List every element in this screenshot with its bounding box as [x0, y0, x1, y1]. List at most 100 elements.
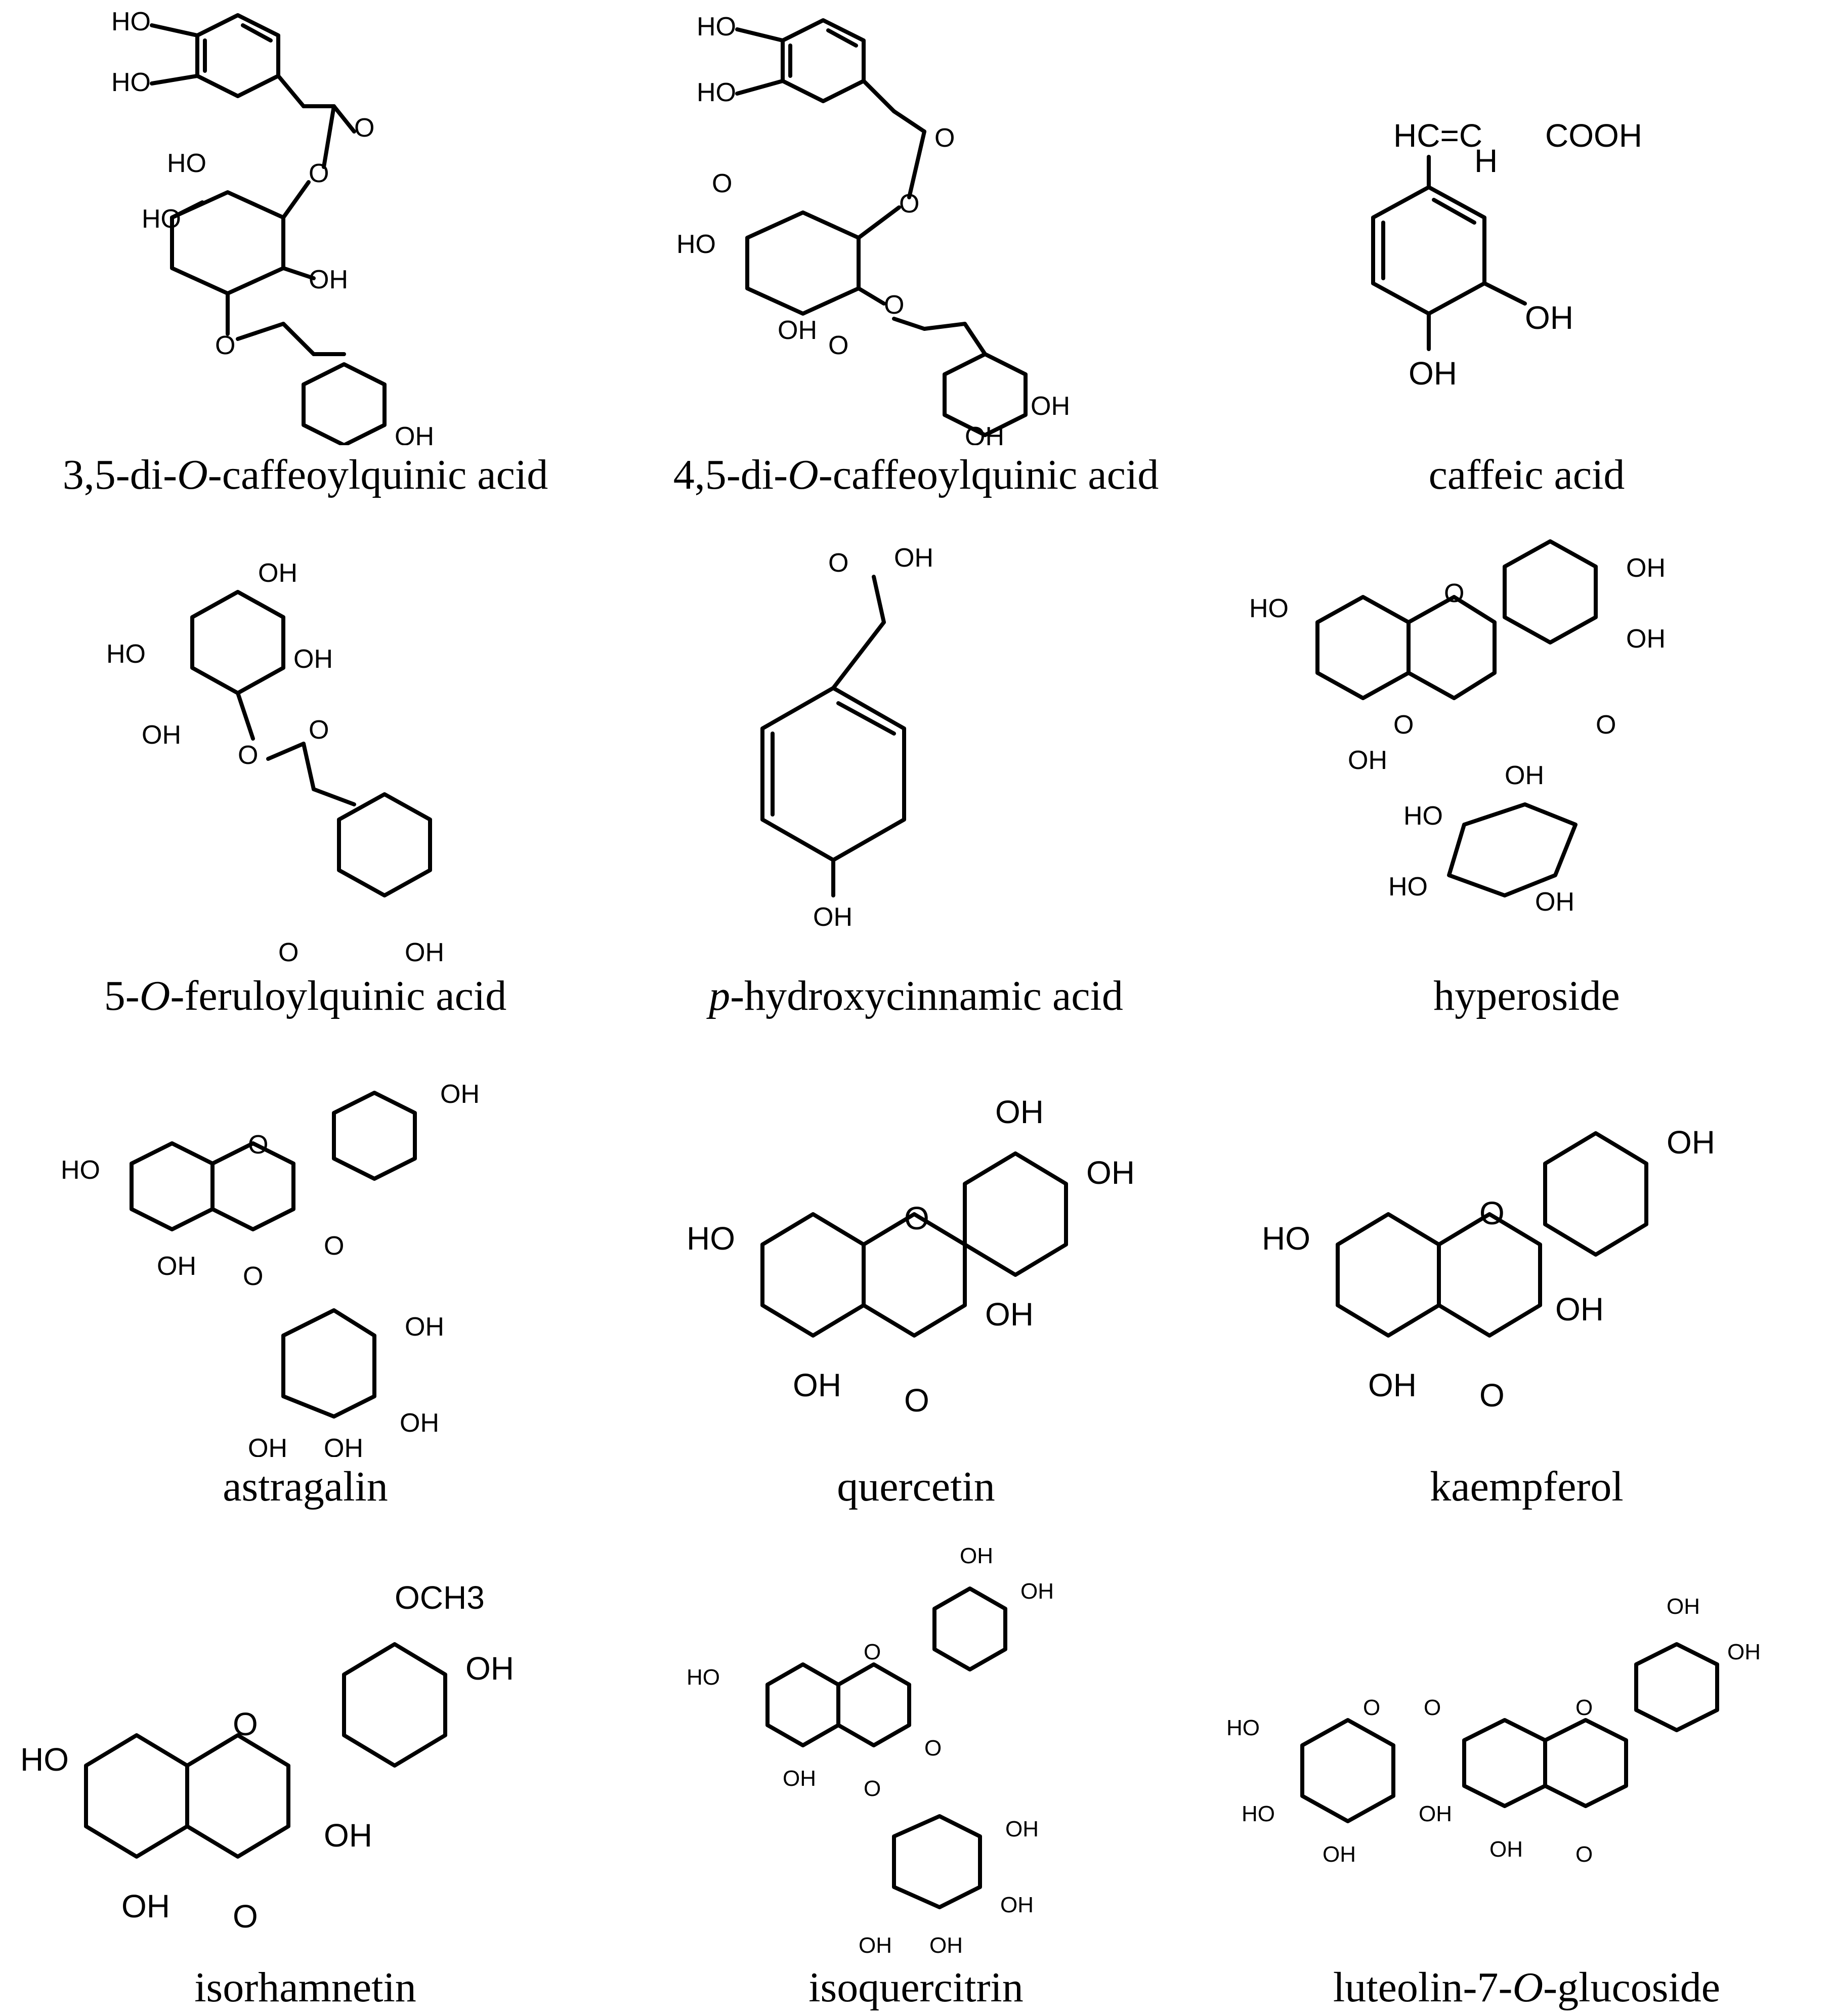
label-oh: OH [324, 1817, 372, 1854]
compound-name: 5-O-feruloylquinic acid [104, 972, 507, 1019]
structure-isorhamnetin: HO O OCH3 OH OH OH O [0, 1513, 611, 1958]
label-oh: OH [142, 720, 181, 750]
label-oh: OH [395, 422, 434, 445]
compound-name: caffeic acid [1428, 451, 1625, 498]
label-ho: HO [697, 12, 736, 41]
label-o: O [1424, 1695, 1441, 1720]
structure-caffeic-acid: HC=C H COOH OH OH [1221, 0, 1832, 445]
compound-name: isorhamnetin [194, 1964, 416, 2011]
label-hc-eq-c: HC=C [1393, 117, 1482, 154]
label-oh: OH [1409, 355, 1457, 392]
label-oh: OH [1489, 1837, 1523, 1862]
label-o: O [934, 123, 955, 153]
label-oh: OH [293, 645, 333, 674]
label-o: O [1575, 1842, 1593, 1867]
label-o: O [309, 715, 329, 745]
compound-name: quercetin [837, 1463, 995, 1510]
structure-luteolin-7-glucoside: O HO HO OH OH O O OH OH OH O [1221, 1513, 1832, 1958]
label-ho: HO [167, 149, 206, 178]
label-oh: OH [960, 1543, 993, 1568]
label-ho: HO [20, 1741, 69, 1778]
label-oh: OH [1020, 1579, 1054, 1604]
compound-name: luteolin-7-O-glucoside [1333, 1964, 1721, 2011]
label-o: O [712, 169, 732, 198]
label-o: O [904, 1382, 929, 1419]
label-oh: OH [1626, 624, 1666, 654]
label-oh: OH [859, 1933, 892, 1958]
label-o: O [1479, 1377, 1505, 1413]
compound-5-feruloylquinic: OH HO OH OH O O O OH 5-O-feruloylquinic … [0, 521, 611, 1024]
label-oh: OH [894, 543, 933, 573]
label-oh: OH [1419, 1801, 1452, 1826]
label-o: O [864, 1640, 881, 1664]
label-o: O [324, 1231, 344, 1261]
structure-quercetin: HO O OH OH OH OH O [611, 1012, 1221, 1457]
label-ho: HO [697, 78, 736, 107]
label-o: O [238, 741, 258, 770]
label-ho: HO [106, 639, 146, 669]
compound-name: kaempferol [1430, 1463, 1624, 1510]
label-oh: OH [1555, 1291, 1604, 1327]
label-o: O [233, 1898, 258, 1935]
label-oh: OH [324, 1434, 363, 1457]
structure-3-5-dicaffeoylquinic: HO HO O O HO HO OH O OH [0, 0, 611, 445]
label-oh: OH [1368, 1367, 1417, 1403]
label-o: O [1596, 710, 1616, 740]
label-ho: HO [1388, 872, 1428, 902]
label-o: O [924, 1736, 942, 1761]
label-oh: OH [405, 1312, 444, 1342]
label-oh: OH [465, 1650, 514, 1687]
label-ho: HO [1403, 801, 1443, 831]
compound-4-5-dicaffeoylquinic: HO HO O O O HO OH O O OH OH 4,5-di-O-caf… [611, 0, 1221, 503]
label-ho: HO [111, 68, 151, 97]
structure-isoquercitrin: HO O OH OH OH O O OH OH OH OH [611, 1513, 1221, 1958]
label-o: O [248, 1130, 268, 1160]
label-ho: HO [1249, 594, 1289, 623]
label-o: O [904, 1200, 929, 1236]
label-o: O [828, 548, 848, 578]
structure-kaempferol: HO O OH OH OH O [1221, 1012, 1832, 1457]
label-oh: OH [440, 1080, 480, 1109]
label-oh: OH [121, 1888, 170, 1924]
label-oh: OH [1525, 299, 1573, 336]
label-ho: HO [1242, 1801, 1275, 1826]
structure-p-hydroxycinnamic: O OH OH [611, 521, 1221, 966]
structure-5-feruloylquinic: OH HO OH OH O O O OH [0, 521, 611, 966]
compound-name: hyperoside [1433, 972, 1620, 1019]
label-oh: OH [157, 1252, 196, 1281]
label-oh: OH [309, 265, 348, 294]
compound-quercetin: HO O OH OH OH OH O quercetin [611, 1012, 1221, 1515]
label-o: O [233, 1706, 258, 1742]
label-oh: OH [1031, 392, 1070, 421]
structure-hyperoside: HO O OH OH O OH O HO OH HO OH [1221, 521, 1832, 966]
compound-p-hydroxycinnamic: O OH OH p-hydroxycinnamic acid [611, 521, 1221, 1024]
compound-name: isoquercitrin [808, 1964, 1024, 2011]
label-ho: HO [676, 230, 716, 259]
label-o: O [828, 331, 848, 360]
label-oh: OH [1000, 1893, 1034, 1917]
label-ho: HO [687, 1220, 735, 1257]
compound-name: p-hydroxycinnamic acid [709, 972, 1123, 1019]
label-oh: OH [985, 1296, 1034, 1333]
label-o: O [215, 331, 235, 360]
label-ho: HO [111, 7, 151, 36]
compound-luteolin-7-glucoside: O HO HO OH OH O O OH OH OH O luteolin-7-… [1221, 1513, 1832, 2016]
label-o: O [1575, 1695, 1593, 1720]
label-oh: OH [965, 422, 1004, 445]
compound-name: astragalin [223, 1463, 388, 1510]
label-h: H [1474, 143, 1498, 179]
compound-caffeic-acid: HC=C H COOH OH OH caffeic acid [1221, 0, 1832, 503]
label-oh: OH [1727, 1640, 1761, 1664]
label-oh: OH [778, 316, 817, 345]
label-oh: OH [929, 1933, 963, 1958]
compound-hyperoside: HO O OH OH O OH O HO OH HO OH hyperoside [1221, 521, 1832, 1024]
label-oh: OH [813, 903, 853, 932]
label-oh: OH [1005, 1817, 1039, 1841]
label-o: O [864, 1776, 881, 1801]
label-och3: OCH3 [395, 1579, 485, 1616]
label-o: O [1393, 710, 1414, 740]
compound-kaempferol: HO O OH OH OH O kaempferol [1221, 1012, 1832, 1515]
label-o: O [309, 159, 329, 188]
label-ho: HO [1226, 1715, 1260, 1740]
label-o: O [278, 938, 299, 966]
